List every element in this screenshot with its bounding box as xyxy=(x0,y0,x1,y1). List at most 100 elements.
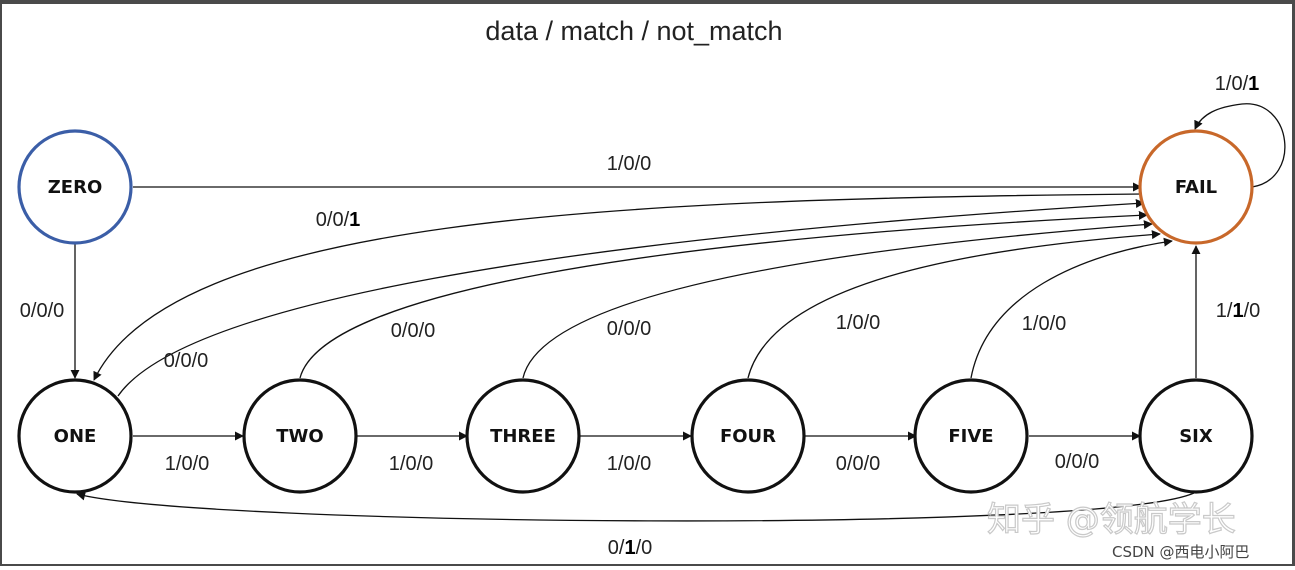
edge-fail-self xyxy=(1194,103,1286,188)
edge-label-separator: / xyxy=(864,453,870,475)
state-six xyxy=(1138,378,1254,494)
edge-label-data: 0 xyxy=(391,320,402,342)
state-label-two: TWO xyxy=(276,426,323,447)
edge-label-separator: / xyxy=(402,320,408,342)
edge-label-separator: / xyxy=(1227,300,1233,322)
edge-label-separator: / xyxy=(1226,73,1232,95)
state-diagram: data / match / not_match xyxy=(17,16,1286,561)
edge-label-match: 0 xyxy=(181,453,192,475)
edge-label-separator: / xyxy=(618,453,624,475)
state-zero xyxy=(17,129,133,245)
state-fail xyxy=(1138,129,1254,245)
edge-label-match: 0 xyxy=(1038,313,1049,335)
edge-label-not-match: 1 xyxy=(349,209,360,231)
edge-label-four-five: 0/0/0 xyxy=(836,453,881,475)
edge-label-match: 0 xyxy=(36,300,47,322)
edge-label-separator: / xyxy=(635,153,641,175)
edge-label-separator: / xyxy=(327,209,333,231)
edge-label-separator: / xyxy=(1083,451,1089,473)
state-four xyxy=(690,378,806,494)
edge-label-match: 1 xyxy=(624,537,635,559)
edge-label-separator: / xyxy=(400,453,406,475)
edge-label-not-match: 0 xyxy=(869,312,880,334)
state-label-six: SIX xyxy=(1179,426,1213,447)
edge-label-not-match: 0 xyxy=(640,318,651,340)
edge-label-separator: / xyxy=(618,318,624,340)
edge-label-separator: / xyxy=(847,453,853,475)
csdn-watermark: CSDN @西电小阿巴 xyxy=(1112,543,1250,561)
edge-label-data: 1 xyxy=(607,453,618,475)
edge-label-five-fail: 1/0/0 xyxy=(1022,313,1067,335)
edge-label-not-match: 0 xyxy=(424,320,435,342)
edge-label-separator: / xyxy=(619,537,625,559)
edge-label-match: 0 xyxy=(332,209,343,231)
edge-label-separator: / xyxy=(1243,73,1249,95)
edge-label-data: 0 xyxy=(164,350,175,372)
edge-label-six-fail: 1/1/0 xyxy=(1216,300,1261,322)
edge-label-separator: / xyxy=(417,453,423,475)
edge-label-data: 1 xyxy=(836,312,847,334)
edge-label-separator: / xyxy=(419,320,425,342)
edge-label-separator: / xyxy=(1244,300,1250,322)
edge-label-not-match: 0 xyxy=(869,453,880,475)
edge-label-match: 0 xyxy=(852,453,863,475)
edge-label-data: 1 xyxy=(1022,313,1033,335)
edge-label-data: 0 xyxy=(607,318,618,340)
edge-label-separator: / xyxy=(175,350,181,372)
state-label-three: THREE xyxy=(490,426,556,447)
edge-label-separator: / xyxy=(1050,313,1056,335)
state-five xyxy=(913,378,1029,494)
edge-label-not-match: 0 xyxy=(422,453,433,475)
edge-label-match: 0 xyxy=(407,320,418,342)
state-label-five: FIVE xyxy=(948,426,993,447)
diagram-title: data / match / not_match xyxy=(485,16,782,46)
edge-label-zero-fail: 1/0/0 xyxy=(607,153,652,175)
edge-label-match: 0 xyxy=(1071,451,1082,473)
edge-label-separator: / xyxy=(193,453,199,475)
edge-label-not-match: 0 xyxy=(1088,451,1099,473)
state-label-four: FOUR xyxy=(720,426,776,447)
edge-four-fail xyxy=(747,230,1161,379)
edge-label-one-fail: 0/0/0 xyxy=(164,350,209,372)
edge-five-fail xyxy=(970,237,1173,379)
edge-label-data: 0 xyxy=(608,537,619,559)
edge-label-match: 0 xyxy=(180,350,191,372)
edge-label-separator: / xyxy=(635,318,641,340)
edge-label-separator: / xyxy=(635,453,641,475)
edge-label-data: 0 xyxy=(316,209,327,231)
edge-label-data: 1 xyxy=(1215,73,1226,95)
edge-label-separator: / xyxy=(618,153,624,175)
edge-label-separator: / xyxy=(1033,313,1039,335)
state-one xyxy=(17,378,133,494)
edge-fail-one xyxy=(93,193,1143,381)
edge-label-one-two: 1/0/0 xyxy=(165,453,210,475)
edge-label-data: 1 xyxy=(1216,300,1227,322)
edge-label-zero-one: 0/0/0 xyxy=(20,300,65,322)
edge-label-not-match: 0 xyxy=(53,300,64,322)
zhihu-watermark: 知乎 @领航学长 xyxy=(987,500,1236,540)
edge-label-match: 0 xyxy=(852,312,863,334)
edge-label-two-three: 1/0/0 xyxy=(389,453,434,475)
edge-label-data: 0 xyxy=(836,453,847,475)
edge-label-match: 0 xyxy=(1231,73,1242,95)
edge-label-match: 1 xyxy=(1232,300,1243,322)
edge-label-not-match: 0 xyxy=(640,453,651,475)
edge-label-not-match: 1 xyxy=(1248,73,1259,95)
edge-label-data: 1 xyxy=(389,453,400,475)
edge-label-three-fail: 0/0/0 xyxy=(607,318,652,340)
edge-label-separator: / xyxy=(636,537,642,559)
state-three xyxy=(465,378,581,494)
edge-one-fail xyxy=(117,199,1145,397)
edge-label-separator: / xyxy=(847,312,853,334)
edge-label-fail-self: 1/0/1 xyxy=(1215,73,1260,95)
edge-six-one xyxy=(76,491,1195,522)
edge-label-match: 0 xyxy=(623,453,634,475)
state-label-one: ONE xyxy=(54,426,97,447)
edge-label-not-match: 0 xyxy=(1055,313,1066,335)
state-two xyxy=(242,378,358,494)
edge-two-fail xyxy=(299,210,1148,379)
edge-three-fail xyxy=(522,220,1153,379)
edge-label-not-match: 0 xyxy=(197,350,208,372)
edge-label-match: 0 xyxy=(623,318,634,340)
